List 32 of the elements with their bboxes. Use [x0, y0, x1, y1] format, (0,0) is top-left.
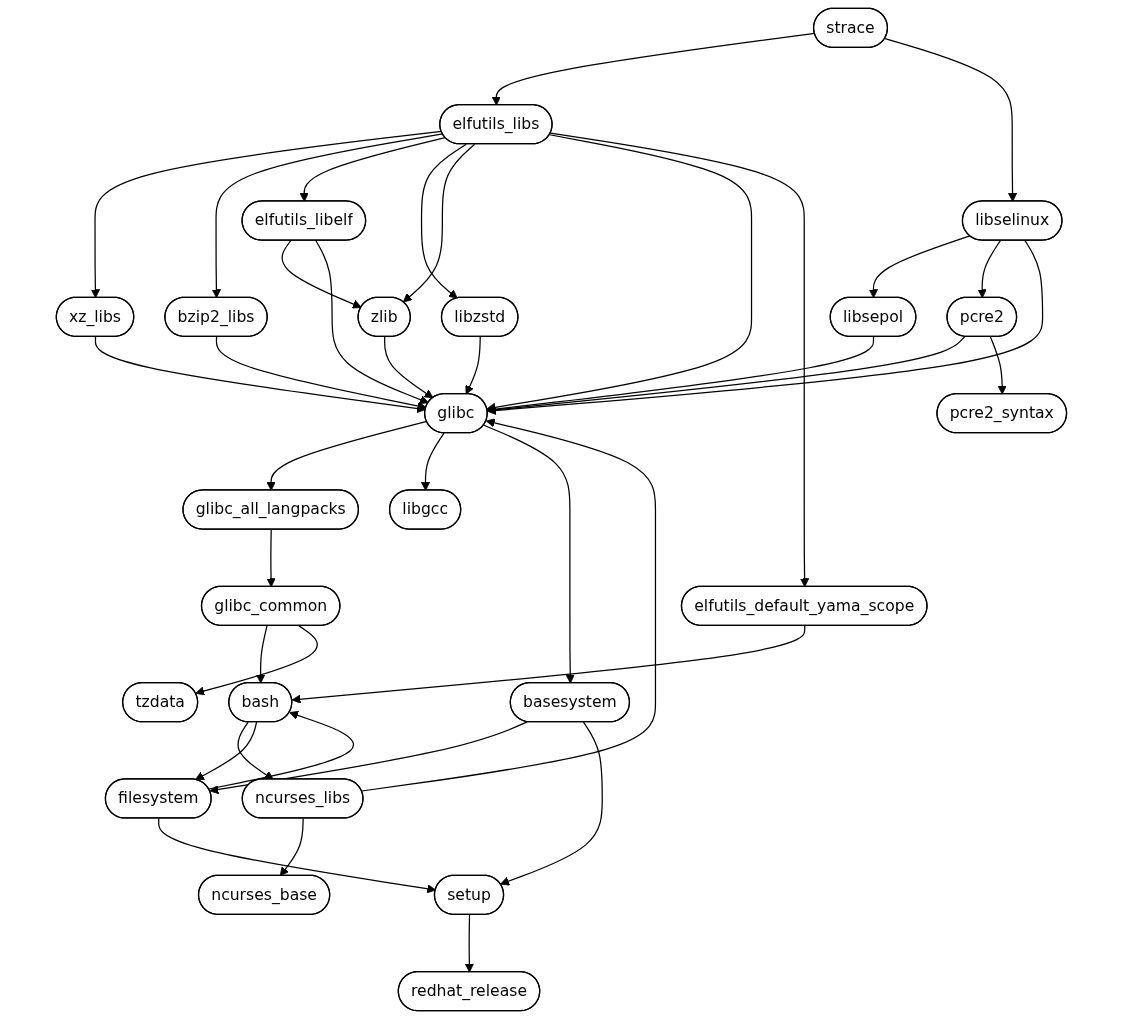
- arrow: [550, 132, 810, 588]
- arrow: [315, 239, 429, 405]
- arrow: [237, 721, 274, 780]
- arrow: [500, 721, 603, 886]
- arrow: [487, 239, 1044, 415]
- arrow: [361, 418, 657, 792]
- arrow: [279, 817, 304, 877]
- arrow: [209, 721, 528, 795]
- arrow: [402, 143, 476, 303]
- arrow: [465, 336, 481, 395]
- arrow: [486, 134, 753, 412]
- arrow: [195, 721, 258, 781]
- arrow: [977, 239, 1002, 299]
- arrow: [266, 420, 428, 491]
- arrow: [487, 336, 966, 415]
- arrow: [195, 625, 318, 696]
- arrow: [266, 528, 276, 588]
- arrow: [491, 32, 816, 106]
- arrow: [884, 37, 1018, 202]
- arrow: [90, 130, 443, 299]
- arrow: [483, 424, 575, 684]
- arrow: [989, 336, 1007, 395]
- arrow: [421, 432, 445, 491]
- arrow: [208, 710, 355, 790]
- arrow: [291, 625, 806, 704]
- arrow: [868, 235, 971, 299]
- arrow: [384, 336, 434, 399]
- arrow: [281, 239, 362, 309]
- arrow: [420, 143, 467, 299]
- arrow: [464, 914, 474, 973]
- arrow: [256, 625, 268, 684]
- arrow: [211, 133, 444, 299]
